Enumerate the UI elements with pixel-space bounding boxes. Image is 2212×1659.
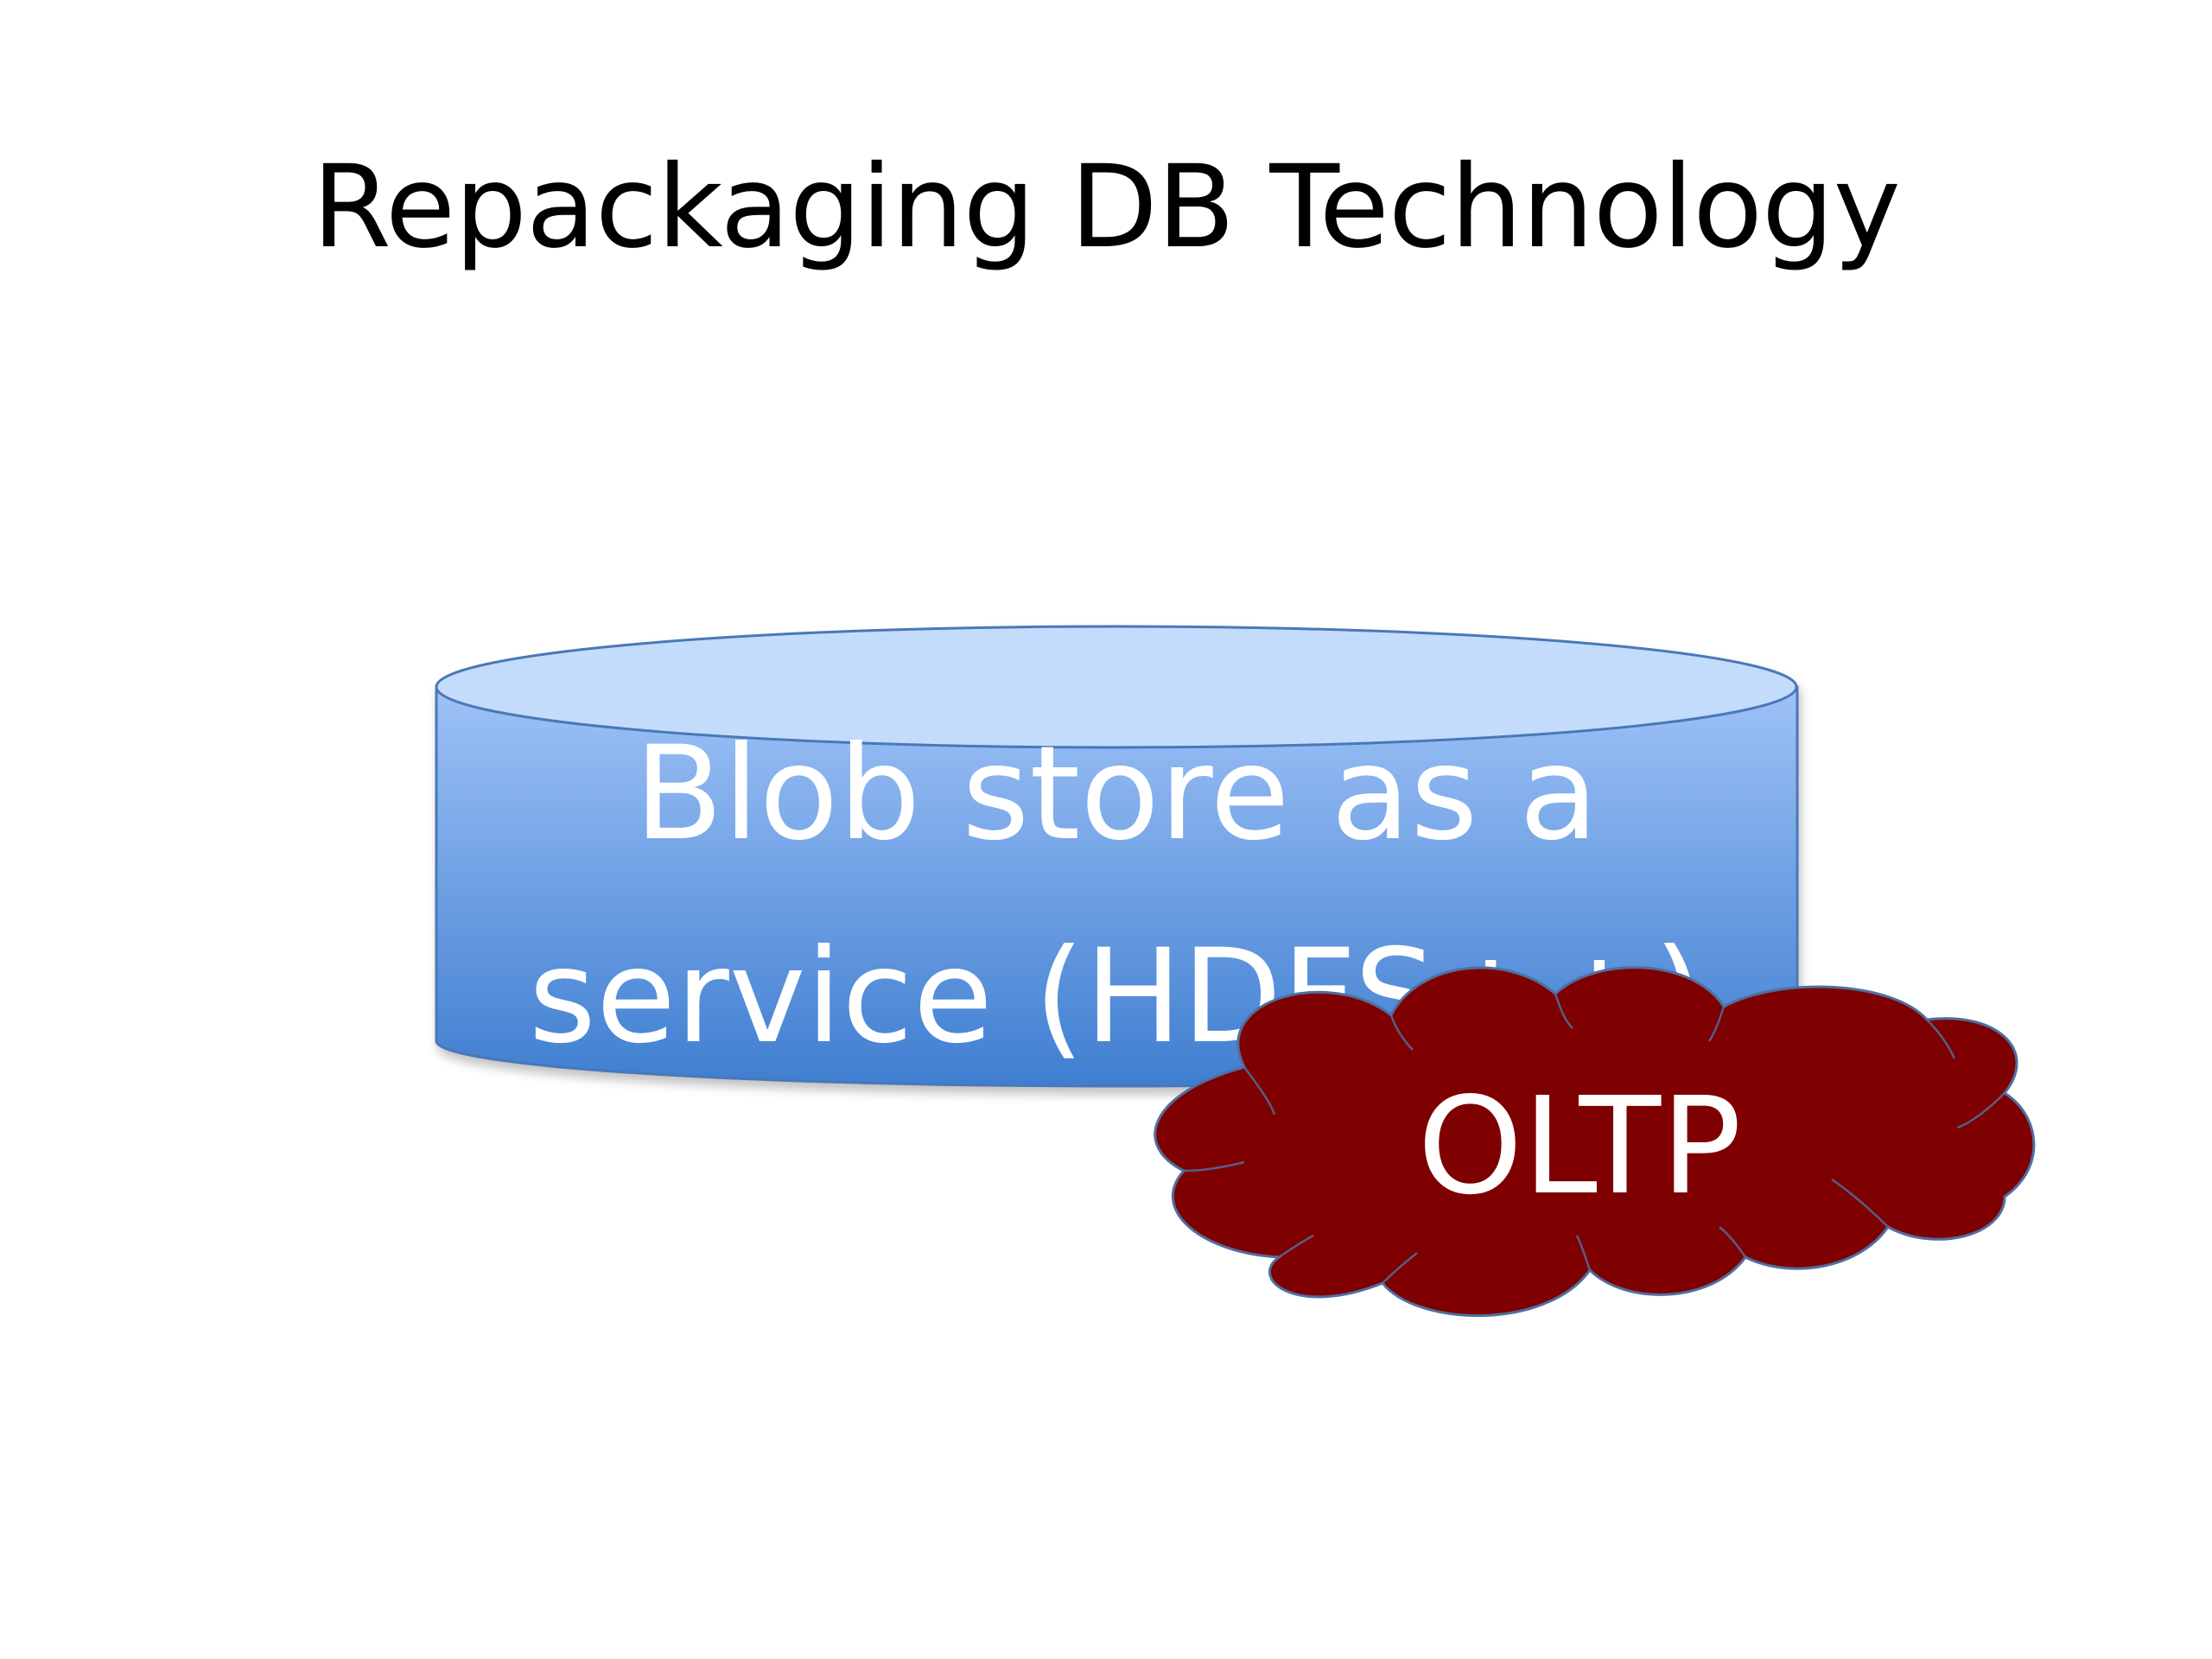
cylinder-top	[435, 625, 1798, 749]
slide-title: Repackaging DB Technology	[312, 141, 1901, 274]
blob-store-label-line-1: Blob store as a	[634, 719, 1599, 869]
cloud-shape	[1154, 966, 2036, 1317]
oltp-label: OLTP	[1417, 1068, 1741, 1224]
oltp-cloud: OLTP	[1154, 966, 2036, 1317]
cloud-inner-arcs	[1183, 993, 2005, 1284]
